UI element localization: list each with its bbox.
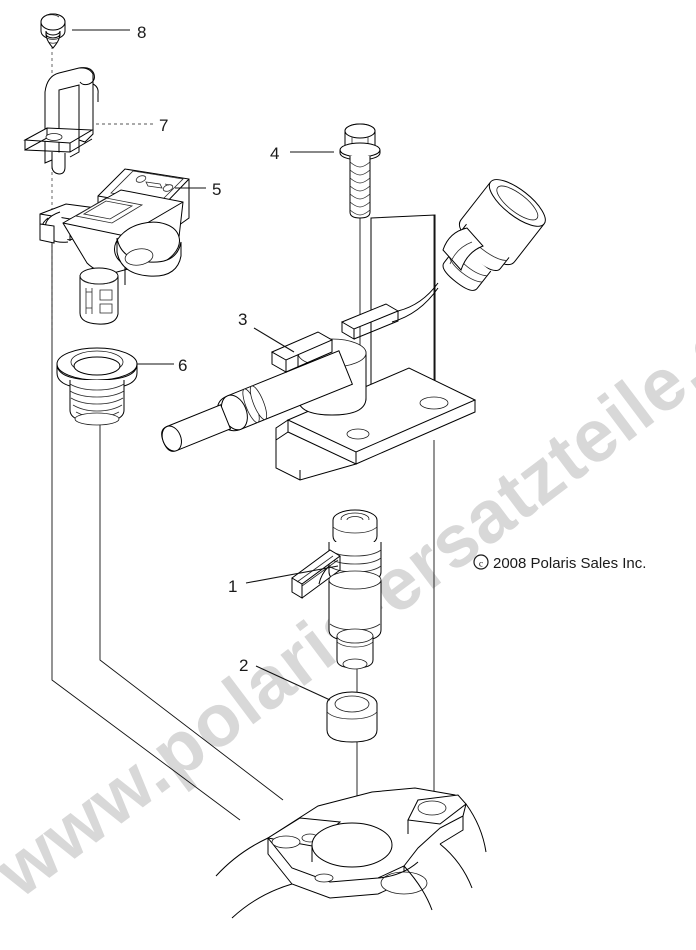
fuel-rail-body (442, 179, 546, 291)
callout-label-4: 4 (270, 144, 279, 163)
callout-leaders (72, 29, 339, 701)
callout-label-1: 1 (228, 577, 237, 596)
part-2-injector-seal-cup (326, 691, 378, 743)
part-8-push-rivet-screw (40, 13, 66, 49)
callout-label-7: 7 (159, 116, 168, 135)
copyright-text: 2008 Polaris Sales Inc. (493, 555, 646, 572)
callout-numbers: 8 7 5 4 3 6 1 2 (137, 23, 279, 675)
copyright-symbol-circle (473, 554, 489, 570)
part-6-threaded-grommet (56, 347, 138, 426)
part-3-fuel-line-hose (161, 282, 439, 452)
callout-label-6: 6 (178, 356, 187, 375)
callout-label-8: 8 (137, 23, 146, 42)
part-4-flange-bolt (339, 123, 381, 219)
part-1-fuel-injector (291, 509, 382, 670)
part-5-sensor-module (39, 168, 190, 325)
part-7-mounting-bracket (23, 67, 99, 175)
intake-manifold-flange (215, 787, 487, 919)
callout-label-5: 5 (212, 180, 221, 199)
callout-label-2: 2 (239, 656, 248, 675)
copyright-notice: c 2008 Polaris Sales Inc. (473, 554, 646, 572)
copyright-symbol-c: c (479, 560, 483, 570)
callout-label-3: 3 (238, 310, 247, 329)
